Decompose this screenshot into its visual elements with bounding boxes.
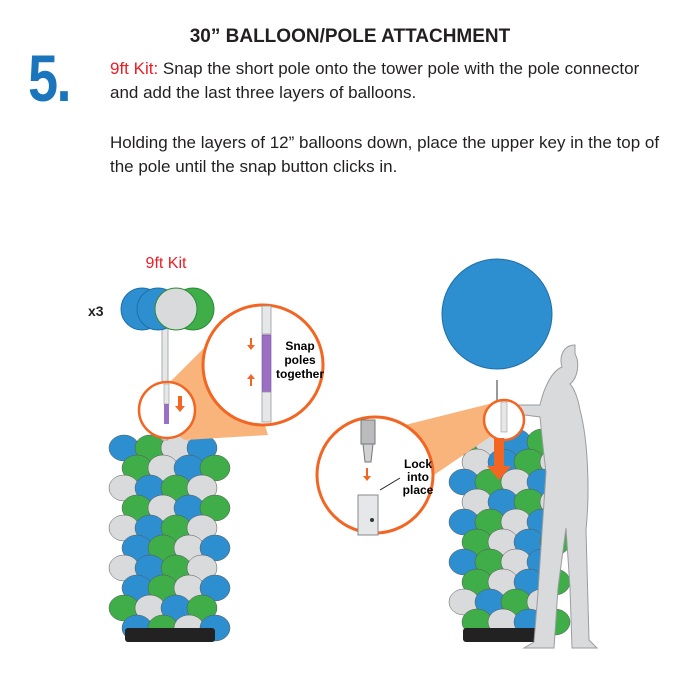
snap-callout-line1: Snap	[285, 339, 314, 353]
kit-label: 9ft Kit:	[110, 59, 159, 78]
down-arrow-icon	[175, 396, 185, 412]
left-balloon-tower	[108, 434, 231, 642]
instruction-paragraph-1: 9ft Kit: Snap the short pole onto the to…	[110, 57, 670, 105]
multiplier-label: x3	[88, 303, 104, 319]
down-arrow-icon	[363, 468, 371, 481]
balloon	[199, 454, 231, 482]
page-title: 30” BALLOON/POLE ATTACHMENT	[189, 26, 511, 47]
instruction-paragraph-2: Holding the layers of 12” balloons down,…	[110, 133, 660, 176]
left-base	[125, 628, 215, 642]
lock-callout-line1: Lock	[404, 457, 432, 471]
instruction-text-1: Snap the short pole onto the tower pole …	[110, 59, 640, 102]
right-base	[463, 628, 551, 642]
lock-callout-line3: place	[403, 483, 434, 497]
person-silhouette	[509, 344, 599, 649]
balloon	[199, 574, 231, 602]
down-arrow-icon	[487, 438, 511, 480]
balloon	[186, 594, 218, 622]
lock-callout-line2: into	[407, 470, 429, 484]
snap-callout-line3: together	[276, 367, 324, 381]
balloon	[199, 494, 231, 522]
top-balloon-cluster	[120, 287, 215, 331]
balloon	[186, 554, 218, 582]
balloon	[199, 534, 231, 562]
balloon	[186, 474, 218, 502]
down-arrow-icon	[247, 338, 255, 350]
kit-title: 9ft Kit	[146, 255, 187, 272]
up-arrow-icon	[247, 374, 255, 386]
step-number: 5.	[28, 41, 71, 115]
balloon	[186, 514, 218, 542]
snap-callout-line2: poles	[284, 353, 316, 367]
large-30in-balloon	[441, 258, 553, 370]
